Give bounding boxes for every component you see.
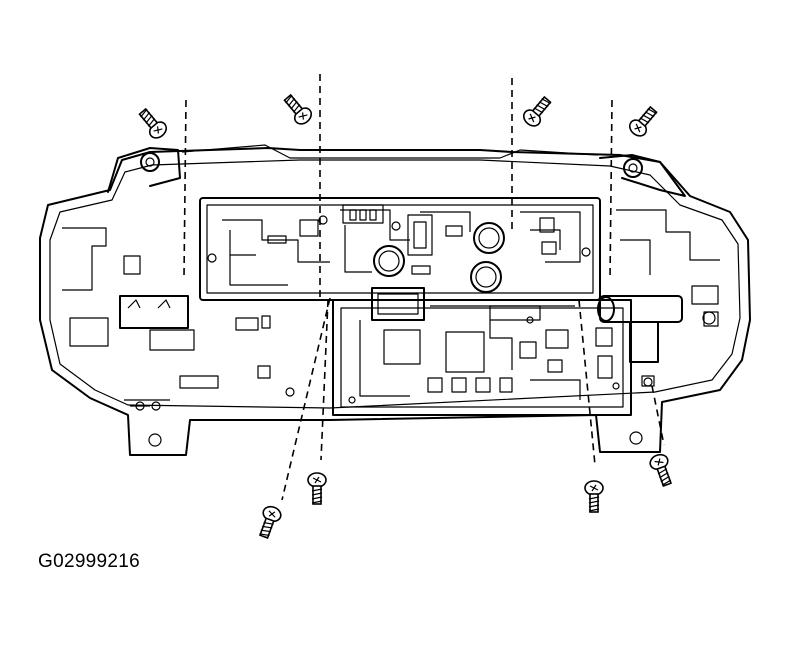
screws-group (138, 93, 672, 539)
screw-4 (628, 105, 658, 137)
left-connector (119, 295, 189, 329)
capacitor-1 (373, 245, 405, 277)
lower-board-inner-frame (340, 307, 624, 408)
left-mounting-tab (107, 147, 181, 193)
figure-id-label: G02999216 (38, 551, 141, 572)
right-mounting-tab (599, 154, 686, 197)
capacitor-3 (470, 261, 502, 293)
lower-circuit-board (332, 299, 632, 416)
cluster-housing-outline (39, 147, 751, 456)
cluster-housing-inner-rim (49, 159, 741, 409)
upper-board-traces (207, 204, 591, 286)
buzzer-cylinder (597, 295, 683, 363)
screw-8 (649, 453, 672, 487)
left-gauge-traces (62, 227, 295, 447)
screw-5 (259, 505, 282, 539)
screw-6 (307, 472, 327, 505)
right-gauge-traces (616, 209, 720, 445)
screw-2 (283, 93, 313, 125)
alignment-lines (183, 74, 665, 501)
upper-board-inner-frame (206, 204, 594, 294)
lower-board-traces (348, 316, 620, 404)
screw-7 (584, 480, 604, 513)
capacitor-2 (473, 222, 505, 254)
hood-ridge (181, 144, 599, 159)
screw-1 (138, 107, 168, 139)
screw-3 (522, 95, 552, 127)
